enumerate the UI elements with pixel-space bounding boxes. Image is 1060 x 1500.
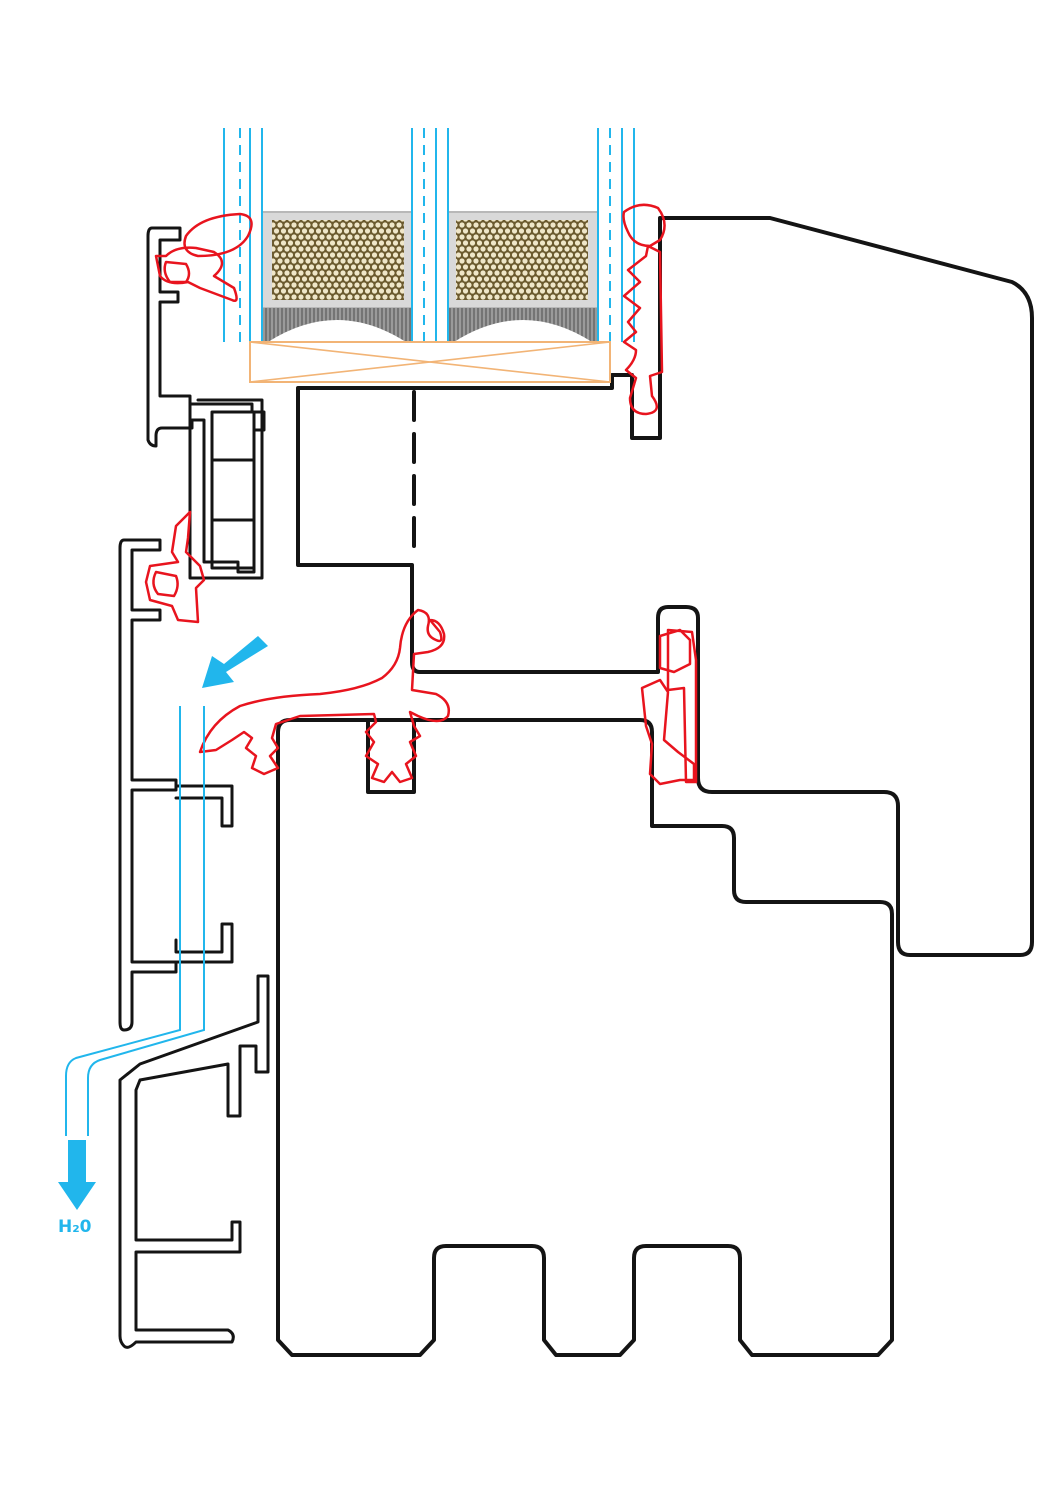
glass-pane-middle [411, 128, 449, 342]
sill-cladding [118, 974, 270, 1349]
glass-pane-inner [597, 128, 635, 342]
center-seal [198, 608, 450, 784]
glazing-seal-outer [154, 212, 253, 302]
sash-cladding-insert [210, 410, 256, 570]
glazing-unit [223, 128, 635, 383]
desiccant-right [456, 220, 588, 300]
sash-cladding-top [146, 226, 266, 574]
frame-cladding-chamber [174, 784, 234, 964]
glazing-seal-inner [622, 203, 666, 416]
sealant-curve-right [454, 320, 592, 342]
drain-label: H₂0 [58, 1217, 92, 1237]
sash-cladding-seal [144, 510, 206, 624]
rebate-seal [640, 628, 698, 786]
frame-groove [366, 720, 416, 794]
setting-block [249, 341, 611, 383]
glass-pane-outer [223, 128, 263, 342]
desiccant-left [272, 220, 404, 300]
sash-cladding-bottom [188, 398, 264, 580]
frame-profile [276, 718, 894, 1357]
arrow-down-left-icon [202, 636, 268, 688]
sealant-curve-left [268, 320, 406, 342]
arrow-down-icon [58, 1140, 96, 1210]
drainage-path [65, 706, 205, 1136]
frame-cladding [118, 538, 178, 1032]
sash-profile [296, 216, 1034, 957]
